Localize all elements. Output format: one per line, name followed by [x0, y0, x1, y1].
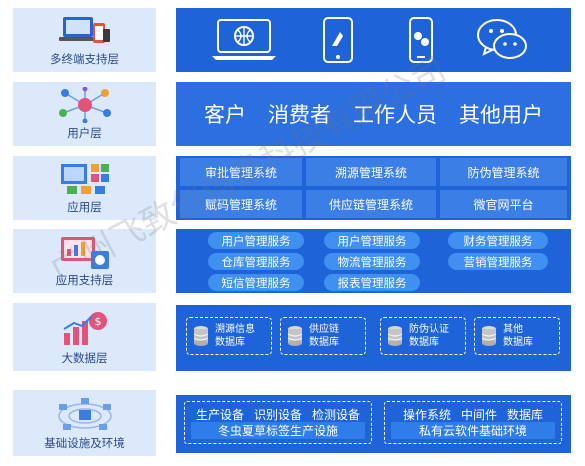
database-icon: [387, 326, 403, 346]
svg-text:$: $: [94, 315, 101, 328]
service-pill: 财务管理服务: [448, 232, 548, 249]
layer-title: 用户层: [67, 126, 102, 140]
layer-label-infra: 基础设施及环境: [13, 390, 156, 456]
terminal-panel: [176, 8, 571, 72]
infra-items: 生产设备 识别设备 检测设备: [185, 406, 371, 423]
user-panel: 客户 消费者 工作人员 其他用户: [176, 82, 571, 146]
bar-chart-icon: $: [62, 312, 107, 345]
tablet-icon: [323, 17, 353, 63]
layer-title: 应用层: [67, 200, 102, 214]
phone-icon: [409, 17, 433, 63]
network-hub-icon: [57, 398, 112, 430]
infra-bar: 私有云软件基础环境: [391, 422, 555, 439]
laptop-icon: [212, 19, 276, 60]
database-icon: [287, 326, 303, 346]
database-name: 供应链: [309, 324, 339, 335]
user-type: 客户: [204, 103, 246, 127]
infra-item: 数据库: [507, 408, 544, 422]
database-box: 其他数据库: [474, 317, 560, 355]
app-cell: 赋码管理系统: [180, 190, 302, 218]
infra-items: 操作系统 中间件 数据库: [385, 406, 561, 423]
infra-panel: 生产设备 识别设备 检测设备 冬虫夏草标签生产设施 操作系统 中间件 数据库 私…: [176, 395, 571, 453]
app-cell: 审批管理系统: [180, 158, 302, 186]
service-pill: 短信管理服务: [208, 274, 304, 291]
app-cell: 防伪管理系统: [440, 158, 567, 186]
database-icon: [193, 326, 209, 346]
database-name: 溯源信息: [215, 324, 255, 335]
service-pill: 报表管理服务: [324, 274, 420, 291]
database-type: 数据库: [409, 337, 439, 348]
layer-label-user: 用户层: [13, 82, 156, 146]
dashboard-icon: [60, 237, 109, 269]
service-pill: 物流管理服务: [324, 253, 420, 270]
database-icon: [481, 326, 497, 346]
infra-item: 检测设备: [312, 408, 361, 422]
infra-group-right: 操作系统 中间件 数据库 私有云软件基础环境: [384, 401, 562, 444]
app-cell: 供应链管理系统: [306, 190, 436, 218]
layer-label-app: 应用层: [13, 156, 156, 220]
infra-group-left: 生产设备 识别设备 检测设备 冬虫夏草标签生产设施: [184, 401, 372, 444]
app-cell: 微官网平台: [440, 190, 567, 218]
user-type: 其他用户: [459, 103, 543, 127]
service-pill: 用户管理服务: [208, 232, 304, 249]
app-panel: 审批管理系统 溯源管理系统 防伪管理系统 赋码管理系统 供应链管理系统 微官网平…: [176, 156, 571, 220]
user-network-icon: [58, 87, 111, 123]
user-type: 消费者: [268, 103, 331, 127]
database-name: 其他: [503, 324, 523, 335]
data-panel: 溯源信息数据库 供应链数据库 防伪认证数据库 其他数据库: [176, 305, 571, 371]
app-cell: 溯源管理系统: [306, 158, 436, 186]
database-box: 防伪认证数据库: [380, 317, 466, 355]
layer-label-data: $ 大数据层: [13, 303, 156, 371]
service-pill: 用户管理服务: [324, 232, 420, 249]
user-type: 工作人员: [353, 103, 437, 127]
layer-label-terminal: 多终端支持层: [13, 8, 156, 72]
user-list: 客户 消费者 工作人员 其他用户: [176, 82, 571, 146]
layer-title: 基础设施及环境: [44, 436, 125, 450]
database-type: 数据库: [309, 337, 339, 348]
database-type: 数据库: [215, 337, 245, 348]
layer-title: 大数据层: [61, 351, 108, 365]
app-grid-icon: [60, 164, 109, 194]
database-box: 溯源信息数据库: [186, 317, 272, 355]
database-name: 防伪认证: [409, 324, 449, 335]
infra-item: 中间件: [460, 408, 497, 422]
layer-title: 应用支持层: [55, 273, 114, 287]
infra-item: 生产设备: [195, 408, 244, 422]
database-type: 数据库: [503, 337, 533, 348]
devices-icon: [58, 17, 110, 43]
support-panel: 用户管理服务 用户管理服务 财务管理服务 仓库管理服务 物流管理服务 营销管理服…: [176, 229, 571, 293]
layer-label-support: 应用支持层: [13, 229, 156, 293]
infra-item: 识别设备: [253, 408, 302, 422]
service-pill: 营销管理服务: [448, 253, 548, 270]
wechat-icon: [477, 19, 527, 59]
infra-bar: 冬虫夏草标签生产设施: [191, 422, 365, 439]
layer-title: 多终端支持层: [50, 52, 119, 66]
infra-item: 操作系统: [402, 408, 451, 422]
database-box: 供应链数据库: [280, 317, 366, 355]
service-pill: 仓库管理服务: [208, 253, 304, 270]
